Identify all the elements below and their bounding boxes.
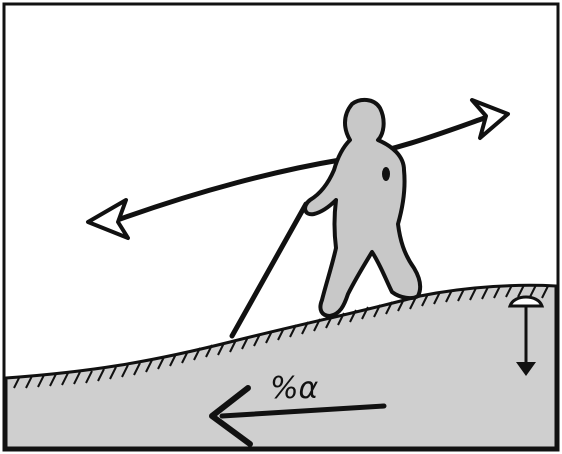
walking-stick-icon — [232, 204, 306, 336]
hiker-figure-icon — [305, 100, 420, 316]
ground-slope — [6, 285, 556, 448]
figure-detail — [382, 167, 390, 181]
slope-label: %α — [270, 371, 319, 406]
